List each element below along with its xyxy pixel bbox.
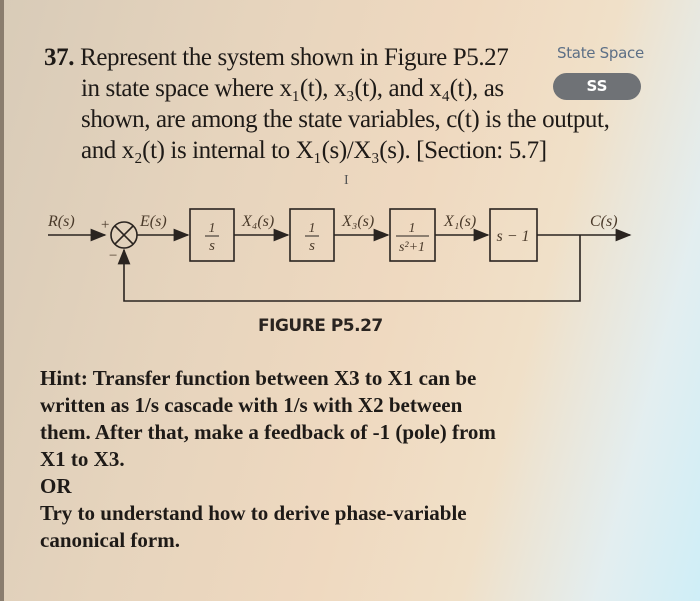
topic-tag-label: State Space	[557, 44, 644, 62]
svg-text:1: 1	[209, 221, 216, 236]
figure-caption: FIGURE P5.27	[258, 316, 383, 336]
hint-line: X1 to X3.	[40, 447, 125, 471]
error-label: E(s)	[139, 213, 167, 230]
hint-line: Hint: Transfer function between X3 to X1…	[40, 366, 477, 390]
signal-x1: X₁(s)	[443, 213, 476, 230]
block-diagram: R(s) + − E(s) 1 s X₄(s) 1 s X₃(s) 1 s²+1…	[47, 208, 632, 302]
problem-number: 37.	[44, 44, 75, 71]
signal-x4: X₄(s)	[241, 213, 274, 230]
signal-x3: X₃(s)	[341, 213, 374, 230]
hint-line: written as 1/s cascade with 1/s with X2 …	[40, 393, 463, 417]
problem-line-2: in state space where x₁(t), x₃(t), and x…	[81, 75, 504, 102]
svg-text:s: s	[209, 238, 215, 254]
svg-text:s²+1: s²+1	[399, 240, 425, 255]
minus-sign: −	[108, 248, 118, 264]
hint-line: Try to understand how to derive phase-va…	[40, 501, 467, 525]
page-edge	[0, 0, 4, 601]
topic-badge[interactable]: SS	[553, 73, 641, 100]
hint-line: them. After that, make a feedback of -1 …	[40, 420, 496, 444]
svg-text:s: s	[309, 238, 315, 254]
hint-line: canonical form.	[40, 528, 180, 552]
problem-line-4: and x₂(t) is internal to X₁(s)/X₃(s). [S…	[81, 137, 547, 164]
output-label: C(s)	[590, 213, 618, 230]
problem-line-1: 37.Represent the system shown in Figure …	[44, 44, 509, 71]
svg-text:1: 1	[309, 221, 316, 236]
hint-text: Hint: Transfer function between X3 to X1…	[40, 365, 660, 554]
problem-line-3: shown, are among the state variables, c(…	[81, 106, 610, 133]
svg-text:s − 1: s − 1	[496, 228, 529, 245]
plus-sign: +	[100, 217, 110, 233]
hint-line: OR	[40, 474, 72, 498]
svg-text:1: 1	[409, 221, 416, 236]
text-cursor-icon: I	[344, 173, 349, 188]
problem-statement: 37.Represent the system shown in Figure …	[44, 42, 644, 166]
input-label: R(s)	[47, 213, 75, 230]
